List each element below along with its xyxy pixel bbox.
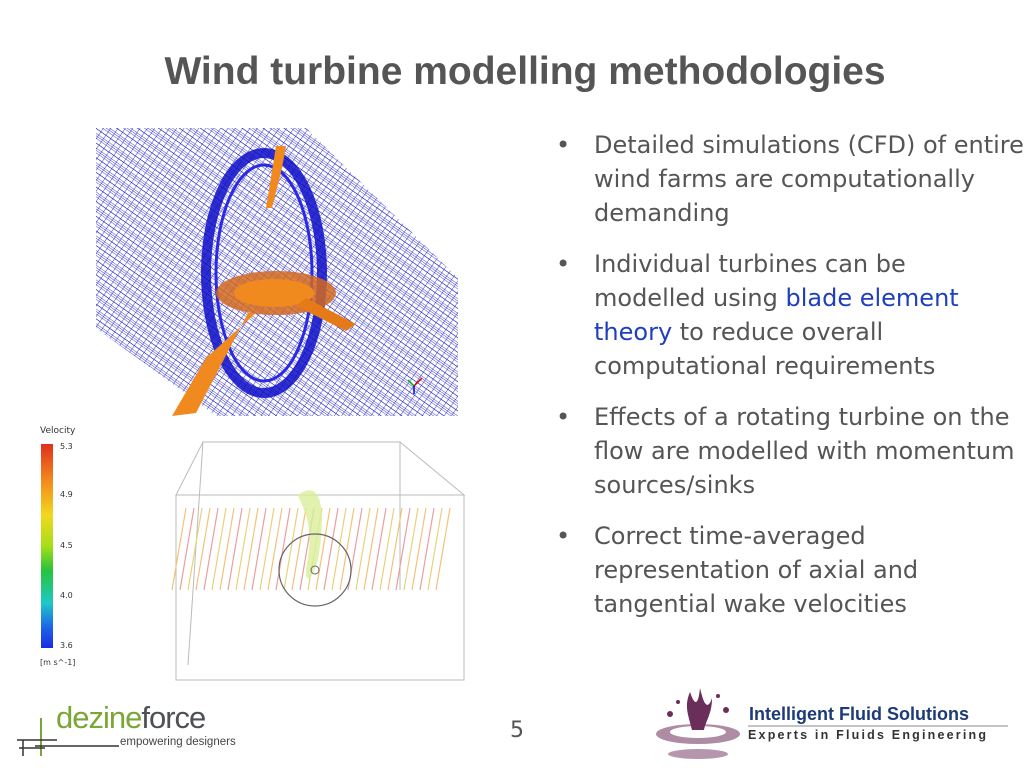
streamline bbox=[195, 507, 211, 591]
cfd-mesh-image bbox=[96, 128, 458, 416]
bullet-text-post: to reduce overall computational requirem… bbox=[594, 318, 936, 380]
bullet-list: • Detailed simulations (CFD) of entire wi… bbox=[554, 128, 1024, 638]
streamline bbox=[379, 507, 395, 591]
dezineforce-name-part2: force bbox=[141, 700, 206, 735]
dezineforce-tagline: empowering designers bbox=[120, 736, 236, 748]
streamline bbox=[283, 507, 299, 591]
splash-logo-icon bbox=[656, 688, 740, 759]
streamline bbox=[235, 507, 251, 591]
legend-tick: 5.3 bbox=[60, 442, 73, 451]
streamline bbox=[251, 507, 267, 591]
streamline bbox=[411, 507, 427, 591]
streamline bbox=[419, 507, 435, 591]
streamline bbox=[323, 507, 339, 591]
streamline bbox=[203, 507, 219, 591]
streamline bbox=[267, 507, 283, 591]
streamline bbox=[227, 507, 243, 591]
streamline bbox=[315, 507, 331, 591]
bullet-item: • Correct time-averaged representation of… bbox=[554, 519, 1024, 621]
streamline bbox=[275, 507, 291, 591]
streamline bbox=[387, 507, 403, 591]
legend-unit: [m s^-1] bbox=[40, 658, 76, 667]
bullet-text: Detailed simulations (CFD) of entire win… bbox=[594, 131, 1024, 227]
streamline bbox=[435, 507, 451, 591]
bullet-item: • Effects of a rotating turbine on the fl… bbox=[554, 400, 1024, 502]
streamline bbox=[171, 507, 187, 591]
bullet-item: • Individual turbines can be modelled usi… bbox=[554, 247, 1024, 383]
streamline bbox=[211, 507, 227, 591]
streamline bbox=[243, 507, 259, 591]
streamline bbox=[219, 507, 235, 591]
dezineforce-name-part1: dezine bbox=[56, 700, 142, 735]
legend-tick: 4.9 bbox=[60, 490, 73, 499]
streamline bbox=[427, 507, 443, 591]
streamline bbox=[355, 507, 371, 591]
bullet-text: Effects of a rotating turbine on the flo… bbox=[594, 403, 1015, 499]
streamline bbox=[259, 507, 275, 591]
velocity-streamline-image bbox=[171, 441, 466, 681]
legend-tick: 4.5 bbox=[60, 541, 73, 550]
bullet-marker: • bbox=[556, 522, 571, 550]
bullet-text: Correct time-averaged representation of … bbox=[594, 522, 919, 618]
legend-tick: 4.0 bbox=[60, 591, 73, 600]
bullet-text-pre: Individual turbines can be modelled usin… bbox=[594, 250, 906, 312]
streamline bbox=[331, 507, 347, 591]
slide-title: Wind turbine modelling methodologies bbox=[164, 50, 886, 93]
streamline bbox=[395, 507, 411, 591]
ifs-tagline: Experts in Fluids Engineering bbox=[748, 728, 989, 742]
streamline bbox=[403, 507, 419, 591]
streamline bbox=[339, 507, 355, 591]
bullet-marker: • bbox=[556, 131, 571, 159]
legend-title: Velocity bbox=[40, 426, 76, 436]
bullet-marker: • bbox=[556, 403, 571, 431]
streamline bbox=[371, 507, 387, 591]
streamline bbox=[363, 507, 379, 591]
dezineforce-wordmark: dezineforce bbox=[56, 700, 206, 736]
bullet-marker: • bbox=[556, 250, 571, 278]
blade-element-theory-link[interactable]: blade element theory bbox=[594, 284, 959, 346]
ifs-name: Intelligent Fluid Solutions bbox=[749, 704, 969, 724]
streamline bbox=[291, 507, 307, 591]
velocity-colorbar bbox=[41, 444, 53, 648]
streamline bbox=[187, 507, 203, 591]
streamline bbox=[179, 507, 195, 591]
bullet-item: • Detailed simulations (CFD) of entire wi… bbox=[554, 128, 1024, 230]
dezineforce-logo-mark bbox=[17, 718, 119, 756]
legend-tick: 3.6 bbox=[60, 641, 73, 650]
page-number: 5 bbox=[510, 718, 524, 743]
ifs-logo bbox=[648, 684, 1010, 764]
